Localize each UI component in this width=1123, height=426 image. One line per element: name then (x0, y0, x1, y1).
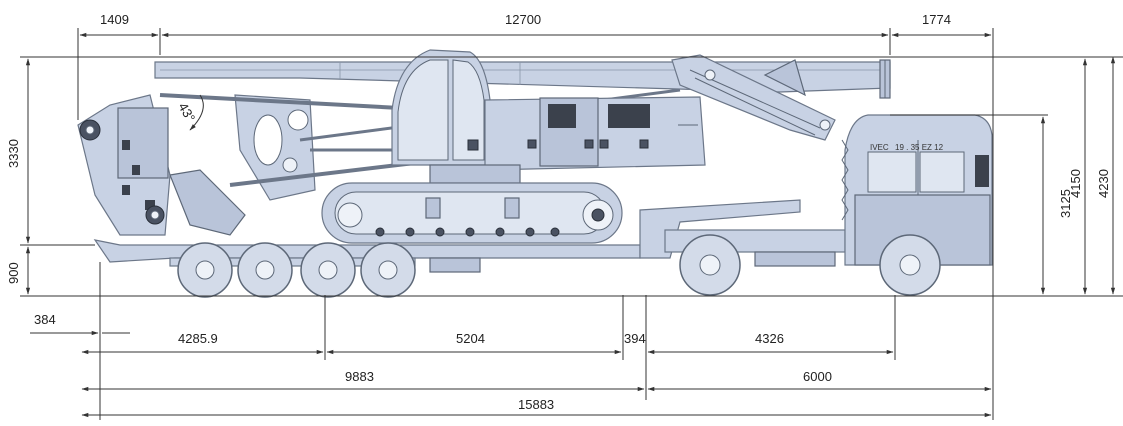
track-rollers (337, 199, 614, 237)
crawler-tracks (321, 164, 623, 244)
tractor-wheels (679, 234, 941, 296)
dim-boom-front-overhang: 1409 (100, 12, 129, 27)
lowboy-trailer (93, 199, 801, 273)
dim-total-length: 15883 (518, 397, 554, 412)
trailer-wheels (177, 242, 416, 298)
dim-total-height-1: 4150 (1068, 169, 1083, 198)
dim-tractor-length: 6000 (803, 369, 832, 384)
drill-teeth (122, 140, 155, 210)
dim-tractor-wheelbase: 4326 (755, 331, 784, 346)
dim-platform-height: 900 (6, 262, 21, 284)
machine-illustration: IVEC 19 . 35 EZ 12 (77, 49, 993, 298)
dim-axle-spacing: 5204 (456, 331, 485, 346)
dimension-lines (20, 28, 1123, 420)
dim-mast-offset: 384 (34, 312, 56, 327)
operator-cab (391, 49, 491, 166)
truck-brand: IVEC (870, 143, 889, 152)
dim-total-height-2: 4230 (1096, 169, 1111, 198)
dim-front-height: 3330 (6, 139, 21, 168)
engine-housing (484, 96, 706, 171)
dim-front-to-axle: 4285.9 (178, 331, 218, 346)
dim-boom-length: 12700 (505, 12, 541, 27)
dim-boom-angle: 43° (175, 100, 198, 125)
dim-kingpin-offset: 394 (624, 331, 646, 346)
dim-cab-height: 3125 (1058, 189, 1073, 218)
tractor-truck: IVEC 19 . 35 EZ 12 (664, 114, 993, 267)
dimension-labels: 1409 12700 1774 3330 900 3125 4150 4230 … (6, 12, 1111, 412)
dim-trailer-length: 9883 (345, 369, 374, 384)
cab-plate: 19 . 35 EZ 12 (895, 143, 944, 152)
boom-rear-linkage (671, 54, 836, 141)
dim-boom-rear-overhang: 1774 (922, 12, 951, 27)
drill-head (77, 94, 246, 236)
